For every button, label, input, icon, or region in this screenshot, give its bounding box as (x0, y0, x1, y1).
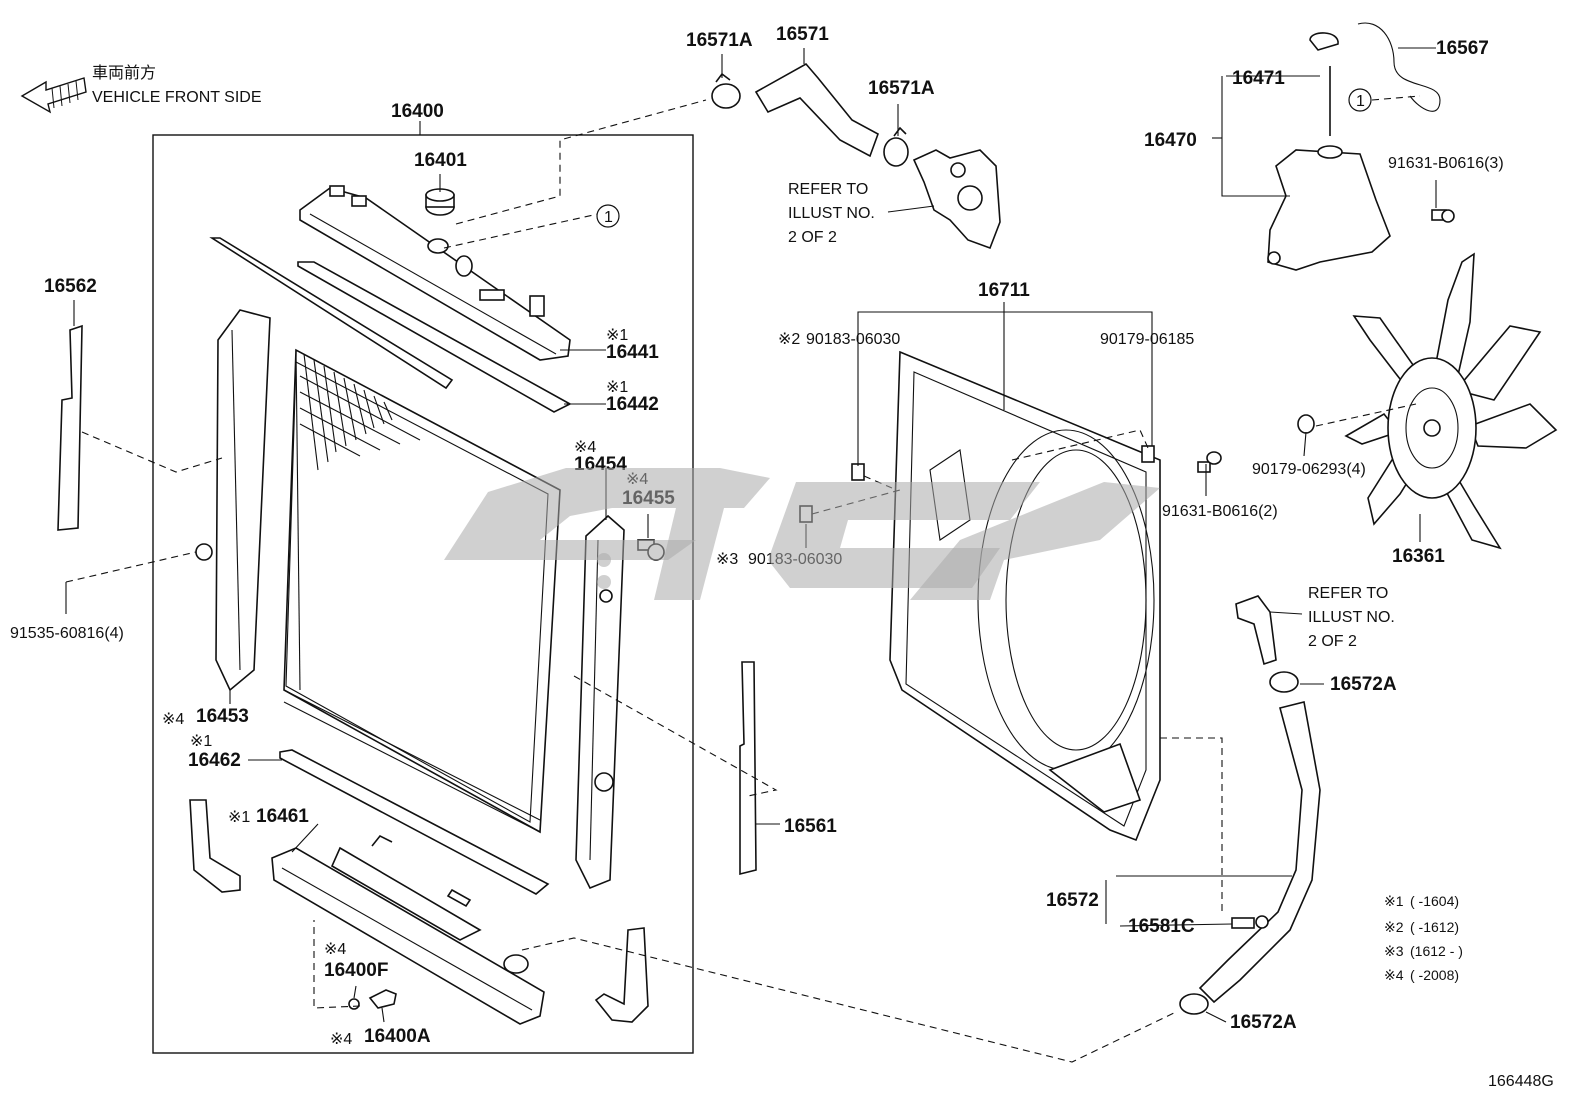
legend-text-4: ( -2008) (1410, 967, 1459, 983)
date-range-legend: ※1 ( -1604) ※2 ( -1612) ※3 (1612 - ) ※4 … (1384, 893, 1463, 983)
overflow-hose-16567 (1357, 22, 1441, 112)
svg-text:1: 1 (1356, 93, 1365, 110)
legend-mark-4: ※4 (1384, 967, 1404, 983)
upper-seal-strip (209, 237, 454, 390)
lower-radiator-hose (1198, 701, 1321, 1004)
label-16571A-right: 16571A (868, 78, 935, 99)
lower-seal-right (594, 927, 649, 1023)
right-seal-strip (739, 661, 757, 876)
label-16711: 16711 (978, 280, 1030, 301)
upper-outlet-neck (455, 255, 473, 277)
refer-note-right-3: 2 OF 2 (1308, 633, 1357, 650)
illustration-id: 166448G (1488, 1073, 1554, 1090)
hose-clip-16581C (1231, 915, 1269, 929)
hose-clamp-16571A-right (883, 126, 909, 167)
label-16572A-lower: 16572A (1230, 1012, 1297, 1033)
direction-label-en: VEHICLE FRONT SIDE (92, 89, 262, 106)
filler-neck (427, 238, 449, 254)
legend-mark-2: ※2 (1384, 919, 1404, 935)
reference-circle-1-a: 1 (596, 204, 620, 228)
refer-note-right-2: ILLUST NO. (1308, 609, 1395, 626)
lower-seal-16461 (189, 799, 241, 893)
label-16561: 16561 (784, 816, 837, 837)
upper-radiator-tank (299, 185, 571, 361)
refer-note-top-1: REFER TO (788, 181, 868, 198)
water-outlet-housing (912, 149, 1001, 250)
label-91631-B0616-2: 91631-B0616(2) (1162, 503, 1278, 520)
water-inlet-refer (1235, 595, 1277, 666)
label-16462: 16462 (188, 750, 241, 771)
nut-90179-06293 (1297, 414, 1315, 434)
label-16400A: 16400A (364, 1026, 431, 1047)
mark-90183-a: ※2 (778, 331, 800, 348)
label-16471: 16471 (1232, 68, 1285, 89)
mark-16400F: ※4 (324, 941, 346, 958)
upper-radiator-hose (754, 62, 879, 158)
label-90183-06030-a: 90183-06030 (806, 331, 900, 348)
legend-text-3: (1612 - ) (1410, 943, 1463, 959)
vehicle-front-arrow-icon (20, 77, 87, 114)
label-90179-06293: 90179-06293(4) (1252, 461, 1366, 478)
mark-16454: ※4 (574, 439, 596, 456)
mark-16400A: ※4 (330, 1031, 352, 1048)
mark-16461: ※1 (228, 809, 250, 826)
label-16361: 16361 (1392, 546, 1445, 567)
label-16453: 16453 (196, 706, 249, 727)
label-16562: 16562 (44, 276, 97, 297)
left-seal-strip (57, 324, 83, 531)
label-16441: 16441 (606, 342, 659, 363)
legend-text-2: ( -1612) (1410, 919, 1459, 935)
svg-text:1: 1 (604, 209, 613, 226)
refer-note-top-2: ILLUST NO. (788, 205, 875, 222)
mark-16462: ※1 (190, 733, 212, 750)
label-16572A-upper: 16572A (1330, 674, 1397, 695)
label-16567: 16567 (1436, 38, 1489, 59)
direction-label-jp: 車両前方 (92, 64, 156, 82)
bolt-91631-3 (1431, 209, 1455, 223)
hose-clamp-16572A-upper (1269, 671, 1299, 693)
bolt-91631-2 (1197, 451, 1222, 473)
label-16571A-left: 16571A (686, 30, 753, 51)
tube-clip (1309, 32, 1339, 51)
upper-tank-gasket (297, 261, 572, 413)
radiator-cap (425, 188, 455, 216)
lower-tank-gasket (279, 749, 550, 895)
reserve-tank (1267, 145, 1391, 271)
legend-mark-3: ※3 (1384, 943, 1404, 959)
legend-mark-1: ※1 (1384, 893, 1404, 909)
lower-radiator-tank (271, 834, 545, 1025)
mark-90183-b: ※3 (716, 551, 738, 568)
reference-circle-1-b: 1 (1348, 88, 1372, 112)
right-side-support (575, 514, 625, 890)
drain-cock-plug (348, 989, 397, 1010)
clip-90183-a (851, 463, 865, 481)
clip-90179-06185 (1141, 445, 1155, 463)
mark-16442: ※1 (606, 379, 628, 396)
label-16442: 16442 (606, 394, 659, 415)
hose-clamp-16572A-lower (1179, 993, 1209, 1015)
refer-note-right-1: REFER TO (1308, 585, 1388, 602)
left-side-support (195, 309, 271, 692)
refer-note-top-3: 2 OF 2 (788, 229, 837, 246)
cooling-fan (1344, 252, 1558, 550)
label-16470: 16470 (1144, 130, 1197, 151)
label-16571: 16571 (776, 24, 829, 45)
watermark-logo (444, 468, 1160, 600)
label-16400F: 16400F (324, 960, 388, 981)
label-16461: 16461 (256, 806, 309, 827)
label-16572: 16572 (1046, 890, 1099, 911)
assembly-number: 16400 (391, 101, 444, 122)
radiator-core (283, 348, 561, 834)
label-16581C: 16581C (1128, 916, 1195, 937)
legend-text-1: ( -1604) (1410, 893, 1459, 909)
mark-16441: ※1 (606, 327, 628, 344)
mark-16453: ※4 (162, 711, 184, 728)
hose-clamp-16571A-left (711, 72, 741, 109)
label-91631-B0616-3: 91631-B0616(3) (1388, 155, 1504, 172)
label-16401: 16401 (414, 150, 467, 171)
label-91535-60816: 91535-60816(4) (10, 625, 124, 642)
label-90179-06185: 90179-06185 (1100, 331, 1194, 348)
